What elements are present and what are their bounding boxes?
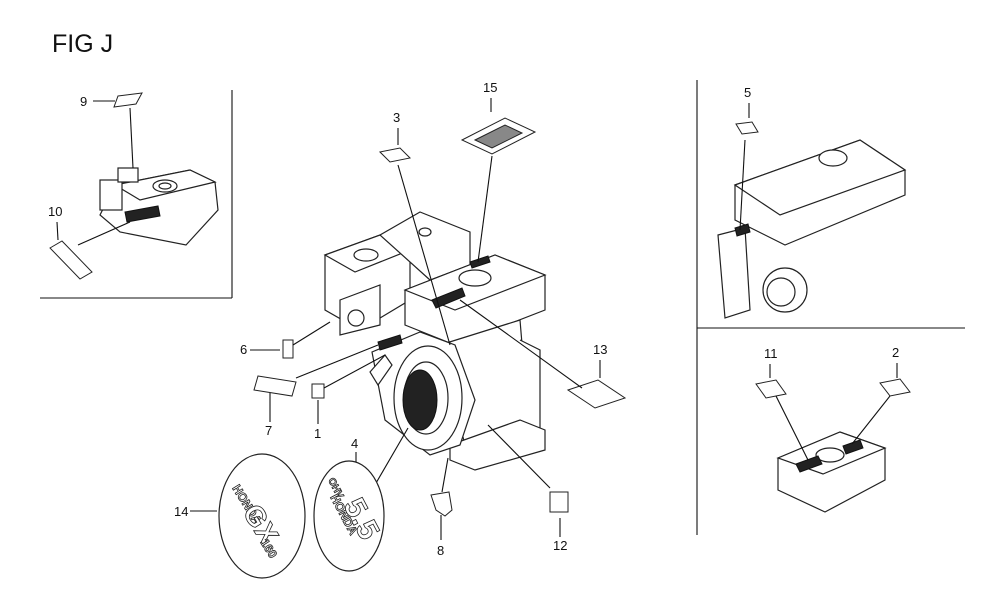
callout-12: 12	[487, 424, 569, 553]
decal-label-3	[378, 147, 412, 163]
callout-number: 14	[174, 504, 188, 519]
callout-number: 7	[265, 423, 272, 438]
callout-number: 13	[593, 342, 607, 357]
callout-number: 12	[553, 538, 567, 553]
callout-13: 13	[459, 299, 627, 409]
panel-borders	[40, 80, 965, 535]
callout-number: 11	[764, 346, 778, 361]
emblem-right: OHV HONDA 5.5	[313, 460, 386, 572]
decal-label-6	[282, 339, 294, 359]
engine-assembly	[323, 211, 547, 471]
callout-6: 6	[240, 321, 331, 359]
decal-label-5	[735, 121, 759, 135]
decal-label-10	[49, 240, 93, 280]
emblem-left: HONDA GX 160	[218, 453, 306, 579]
decal-label-8	[430, 491, 453, 517]
callout-10: 10	[48, 204, 93, 280]
callout-number: 6	[240, 342, 247, 357]
decal-label-12	[549, 491, 569, 513]
callout-number: 3	[393, 110, 400, 125]
callout-number: 5	[744, 85, 751, 100]
decal-label-13	[566, 379, 627, 409]
callout-3: 3	[378, 110, 451, 346]
callout-2: 2	[851, 345, 911, 445]
callout-1: 1	[311, 354, 386, 441]
callout-number: 4	[351, 436, 358, 451]
decal-label-2	[879, 378, 911, 397]
callout-number: 8	[437, 543, 444, 558]
callout-14: 14	[174, 504, 217, 519]
decal-label-11	[755, 379, 787, 399]
decal-label-1	[311, 383, 325, 399]
callout-7: 7	[253, 344, 379, 438]
callout-number: 2	[892, 345, 899, 360]
inset-fuel-tank-side	[717, 139, 907, 319]
callout-number: 1	[314, 426, 321, 441]
inset-muffler	[776, 431, 887, 513]
figure-title: FIG J	[52, 30, 114, 58]
decal-label-7	[253, 375, 297, 397]
callout-9: 9	[80, 92, 143, 109]
callout-number: 9	[80, 94, 87, 109]
callout-number: 10	[48, 204, 62, 219]
callout-8: 8	[430, 457, 453, 558]
callout-5: 5	[735, 85, 759, 135]
callout-number: 15	[483, 80, 497, 95]
callout-15: 15	[460, 80, 537, 263]
callout-11: 11	[755, 346, 809, 461]
inset-fuel-tank	[77, 107, 219, 246]
decal-label-9	[113, 92, 143, 108]
